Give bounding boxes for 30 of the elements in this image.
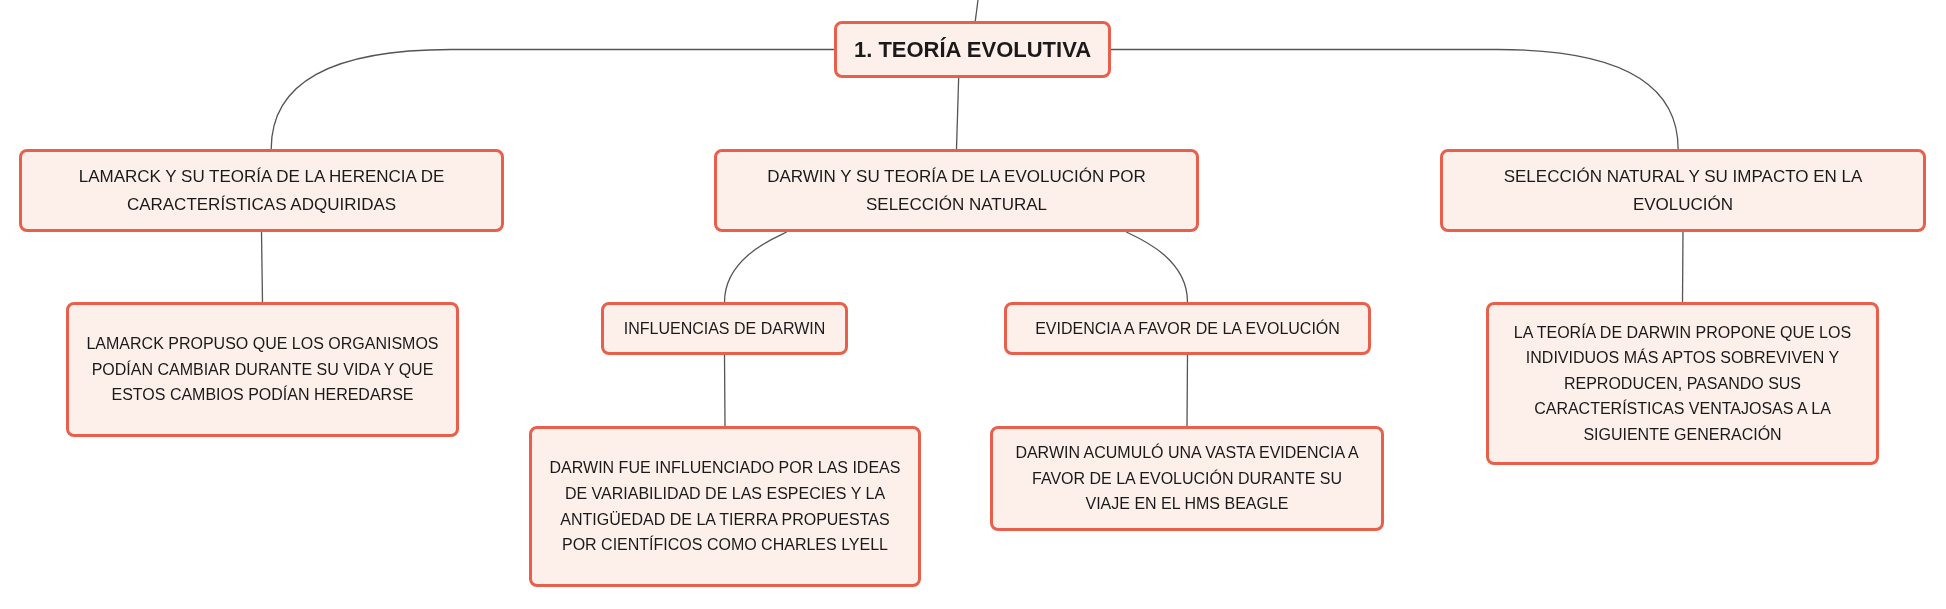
concept-text: INFLUENCIAS DE DARWIN: [623, 318, 826, 339]
connector-line: [1186, 354, 1189, 427]
connector-line: [955, 77, 960, 150]
connector-line: [723, 231, 788, 303]
connector-line: [974, 0, 979, 22]
concept-text: DARWIN FUE INFLUENCIADO POR LAS IDEAS DE VARIABILIDAD DE LAS ESPECIES Y LA ANTIGÜEDAD DE LA TIERRA PROPUESTAS POR CIENTÍFICOS COMO CHARLES LYELL: [548, 458, 902, 556]
connector-line: [1110, 48, 1679, 150]
concept-text: EVIDENCIA A FAVOR DE LA EVOLUCIÓN: [1035, 318, 1340, 339]
connector-line: [1681, 231, 1684, 303]
concept-box: [1486, 302, 1879, 465]
connector-line: [1125, 231, 1189, 303]
concept-text: 1. TEORÍA EVOLUTIVA: [853, 35, 1092, 64]
concept-text: DARWIN Y SU TEORÍA DE LA EVOLUCIÓN POR SELECCIÓN NATURAL: [766, 166, 1147, 216]
concept-box: [1004, 302, 1371, 355]
connector-line: [260, 231, 264, 303]
concept-box: [834, 21, 1111, 78]
concept-box: [601, 302, 848, 355]
concept-text: SELECCIÓN NATURAL Y SU IMPACTO EN LA EVOLUCIÓN: [1502, 166, 1864, 216]
concept-box: [990, 426, 1384, 531]
concept-box: [19, 149, 504, 232]
concept-box: [66, 302, 459, 437]
concept-text: DARWIN ACUMULÓ UNA VASTA EVIDENCIA A FAVOR DE LA EVOLUCIÓN DURANTE SU VIAJE EN EL HMS BEAGLE: [1014, 442, 1360, 515]
concept-text: LAMARCK Y SU TEORÍA DE LA HERENCIA DE CARACTERÍSTICAS ADQUIRIDAS: [77, 166, 446, 216]
connector-line: [270, 48, 835, 150]
concept-box: [714, 149, 1199, 232]
concept-text: LAMARCK PROPUSO QUE LOS ORGANISMOS PODÍAN CAMBIAR DURANTE SU VIDA Y QUE ESTOS CAMBIOS PODÍAN HEREDARSE: [85, 334, 440, 406]
concept-box: [1440, 149, 1926, 232]
concept-box: [529, 426, 921, 587]
concept-text: LA TEORÍA DE DARWIN PROPONE QUE LOS INDIVIDUOS MÁS APTOS SOBREVIVEN Y REPRODUCEN, PASANDO SUS CARACTERÍSTICAS VENTAJOSAS A LA SIGUIENTE GENERACIÓN: [1512, 322, 1853, 445]
connector-line: [723, 354, 726, 427]
